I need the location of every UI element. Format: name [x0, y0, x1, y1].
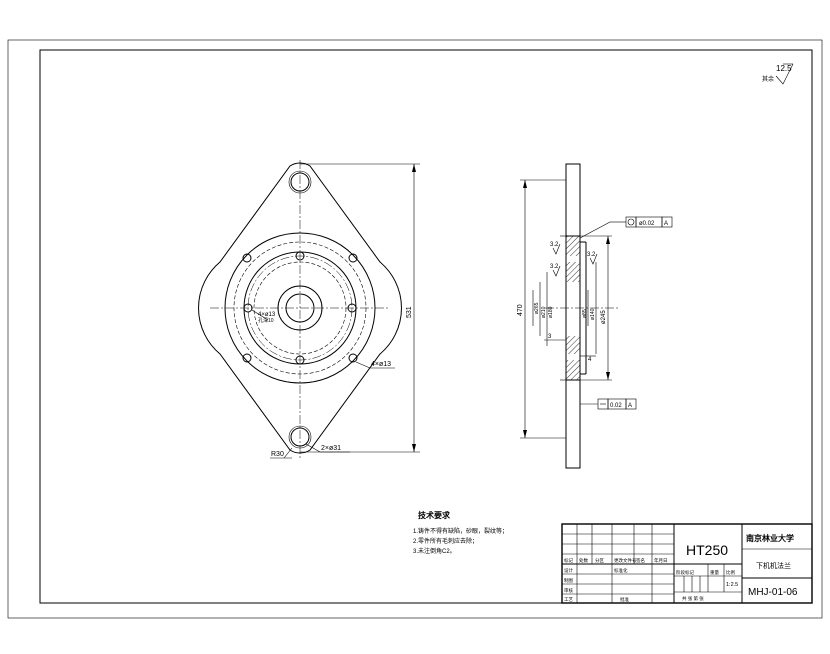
plate-lower: [565, 379, 581, 469]
inner-hole-callout: 4×ø13 孔深10: [251, 309, 276, 324]
material-text: HT250: [686, 542, 728, 558]
runout-frame: ø0.02 A: [579, 216, 673, 239]
small-hole-4: [243, 303, 253, 313]
svg-text:0.02: 0.02: [610, 403, 622, 409]
technical-notes: 技术要求 1.铸件不得有缺陷，砂眼，裂纹等； 2.零件所有毛刺应去除； 3.未注…: [413, 510, 508, 555]
svg-text:4: 4: [588, 357, 592, 363]
pitch-circle: [247, 255, 353, 361]
svg-text:4×ø13: 4×ø13: [258, 312, 276, 318]
svg-text:470: 470: [517, 304, 524, 316]
svg-text:孔深10: 孔深10: [258, 317, 274, 324]
side-roughness-b: 3.2: [550, 264, 561, 277]
outer-hole-3: [242, 353, 252, 363]
outer-hole-4: [348, 353, 358, 363]
svg-text:4×ø13: 4×ø13: [371, 361, 391, 368]
side-small-dims: 3 4: [544, 334, 596, 363]
svg-text:ø85: ø85: [582, 309, 588, 318]
svg-text:其余: 其余: [762, 75, 774, 83]
end-hole-bottom-outer: [288, 425, 312, 449]
svg-text:531: 531: [406, 306, 413, 318]
circle-hidden-2: [253, 261, 347, 355]
hub-hatch-2: [566, 360, 580, 380]
svg-text:3.2: 3.2: [550, 264, 559, 270]
side-inner-dims-left: ø265 ø210 ø180: [532, 272, 554, 346]
svg-text:更改文件号: 更改文件号: [614, 557, 637, 564]
circle-outer: [224, 232, 376, 384]
svg-text:阶段标记: 阶段标记: [676, 569, 694, 576]
svg-text:设计: 设计: [564, 567, 573, 574]
radius-callout: R30: [270, 447, 293, 459]
svg-text:工艺: 工艺: [564, 597, 573, 602]
end-hole-top-outer: [288, 170, 312, 194]
svg-text:分区: 分区: [595, 557, 604, 564]
svg-text:标准化: 标准化: [614, 567, 628, 574]
drawing-number-text: MHJ-01-06: [748, 587, 798, 598]
inner-frame: [39, 49, 813, 604]
small-hole-1: [295, 251, 305, 261]
svg-text:3.2: 3.2: [550, 242, 559, 248]
svg-text:R30: R30: [271, 451, 284, 458]
side-view: 470 ø265 ø210 ø180 ø245 ø140 ø85 3.2: [517, 163, 673, 469]
small-hole-callout: 4×ø13: [355, 361, 395, 369]
center-bore: [277, 285, 323, 331]
svg-text:3: 3: [548, 334, 552, 340]
notes-item-3: 3.未注倒角C2。: [413, 547, 456, 555]
svg-text:审核: 审核: [564, 587, 573, 594]
svg-text:2×ø31: 2×ø31: [321, 445, 341, 452]
svg-text:批准: 批准: [620, 596, 629, 603]
svg-text:处数: 处数: [579, 557, 588, 564]
svg-text:比例: 比例: [726, 569, 735, 576]
svg-text:年月日: 年月日: [654, 557, 668, 564]
front-view: 4×ø13 孔深10 4×ø13 2×ø31 R30 53: [198, 160, 420, 459]
notes-item-2: 2.零件所有毛刺应去除；: [413, 537, 478, 545]
side-roughness-a: 3.2: [550, 242, 561, 255]
svg-text:制图: 制图: [564, 577, 573, 584]
flatness-frame: 0.02 A: [580, 398, 637, 410]
svg-text:ø245: ø245: [601, 310, 607, 324]
svg-text:标记: 标记: [564, 557, 573, 564]
center-bore-inner: [285, 293, 315, 323]
svg-text:ø0.02: ø0.02: [639, 221, 655, 227]
end-hole-top: [290, 172, 310, 192]
roughness-symbol: 其余 12.5: [762, 63, 794, 85]
svg-text:1:2.5: 1:2.5: [726, 582, 738, 588]
part-name-text: 下机机法兰: [756, 561, 791, 570]
hub-hatch-4: [566, 336, 580, 354]
svg-text:签名: 签名: [636, 557, 645, 564]
svg-text:重量: 重量: [710, 569, 719, 576]
hub-hatch-3: [566, 262, 580, 282]
plate-upper: [565, 163, 581, 237]
outer-border: [7, 39, 823, 619]
flange-outline: [198, 162, 402, 454]
side-overall-dimension: 470: [517, 179, 566, 439]
small-hole-3: [295, 355, 305, 365]
end-hole-bottom: [290, 427, 310, 447]
notes-heading: 技术要求: [418, 510, 451, 520]
side-roughness-c: 3.2: [587, 252, 598, 265]
svg-text:ø210: ø210: [541, 306, 547, 318]
overall-height-dimension: 531: [300, 163, 420, 453]
circle-hidden-1: [233, 241, 367, 375]
svg-text:ø140: ø140: [590, 308, 596, 320]
outer-hole-2: [348, 253, 358, 263]
svg-text:3.2: 3.2: [587, 252, 596, 258]
title-block: HT250 南京林业大学 下机机法兰 MHJ-01-06 阶段标记 重量 比例 …: [561, 523, 813, 604]
hub-hatch-1: [566, 236, 580, 256]
svg-text:共 张 第 张: 共 张 第 张: [682, 595, 704, 602]
outer-hole-1: [242, 253, 252, 263]
small-hole-2: [347, 303, 357, 313]
svg-text:ø180: ø180: [548, 306, 554, 318]
svg-text:A: A: [664, 221, 668, 227]
svg-text:ø265: ø265: [534, 302, 540, 314]
side-inner-dims-right: ø245 ø140 ø85: [580, 235, 612, 381]
svg-text:12.5: 12.5: [776, 64, 792, 73]
school-text: 南京林业大学: [746, 533, 794, 543]
end-hole-callout: 2×ø31: [305, 443, 350, 453]
notes-item-1: 1.铸件不得有缺陷，砂眼，裂纹等；: [413, 527, 508, 535]
svg-text:A: A: [628, 403, 632, 409]
